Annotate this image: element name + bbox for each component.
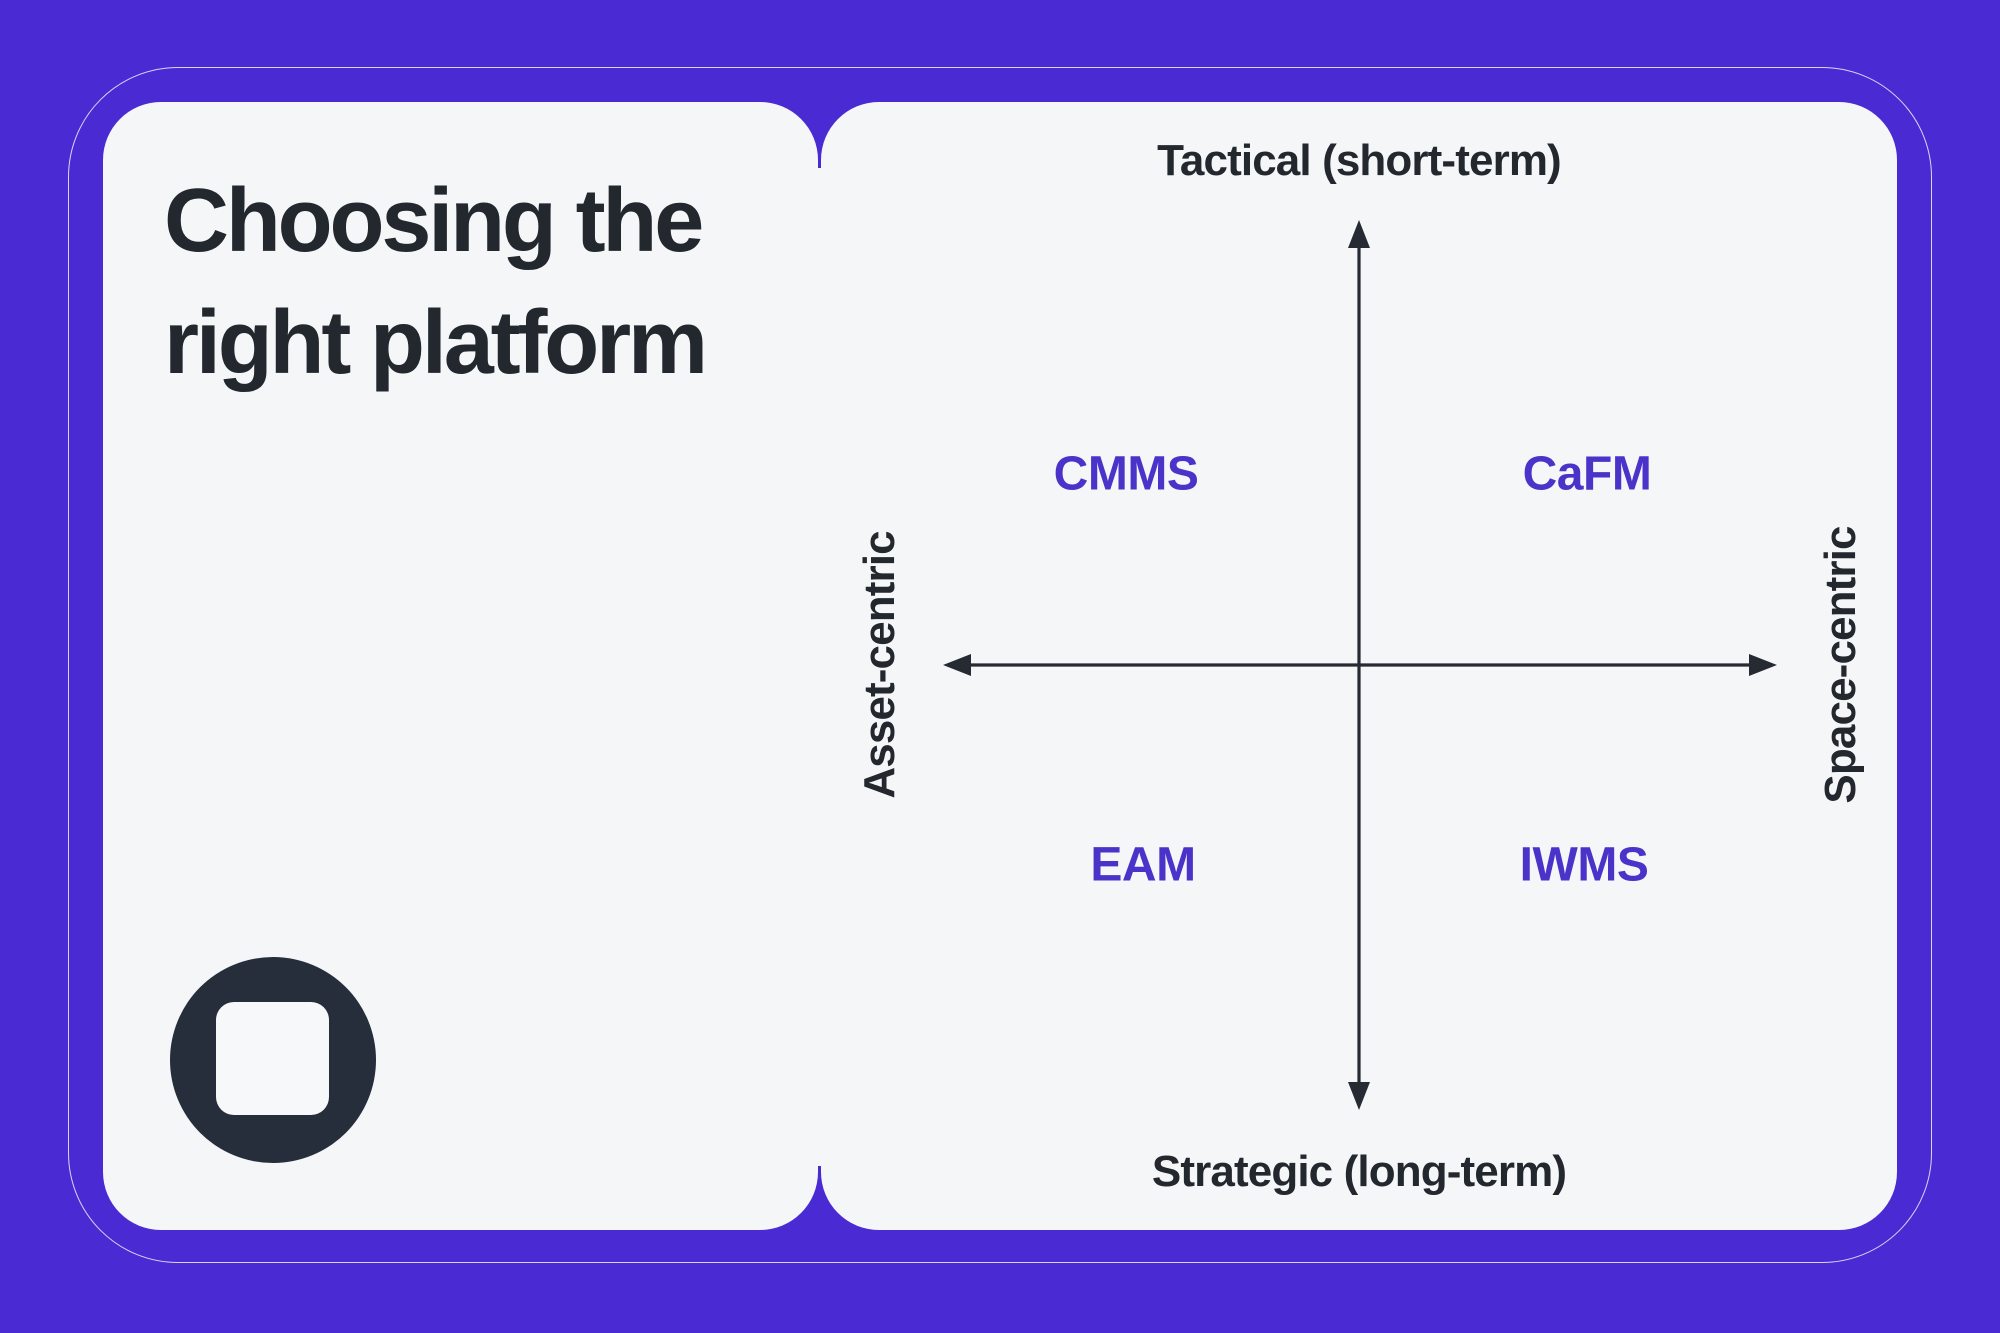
- logo: [170, 957, 376, 1163]
- quadrant-label-cmms: CMMS: [1053, 447, 1199, 501]
- page-title-line-2: right platform: [164, 293, 708, 394]
- quadrant-label-cafm: CaFM: [1522, 447, 1652, 501]
- arrowhead-right-icon: [1749, 654, 1777, 676]
- quadrant-axes: [943, 220, 1777, 1110]
- page-title-line-1: Choosing the: [164, 171, 704, 271]
- arrowhead-down-icon: [1348, 1082, 1370, 1110]
- arrowhead-left-icon: [943, 654, 971, 676]
- arrowhead-up-icon: [1348, 220, 1370, 248]
- axis-label-strategic: Strategic (long-term): [1151, 1147, 1567, 1196]
- quadrant-label-eam: EAM: [1090, 838, 1196, 892]
- quadrant-label-iwms: IWMS: [1519, 838, 1649, 892]
- horizontal-axis: [943, 654, 1777, 676]
- logo-square-icon: [216, 1002, 329, 1115]
- axis-label-space-centric: Space-centric: [1816, 526, 1865, 804]
- page-title: Choosing the right platform: [164, 160, 708, 405]
- matrix-card: Tactical (short-term) Strategic (long-te…: [821, 102, 1897, 1230]
- axis-label-tactical: Tactical (short-term): [1157, 136, 1562, 185]
- title-card: Choosing the right platform: [103, 102, 818, 1230]
- axis-label-asset-centric: Asset-centric: [855, 531, 904, 799]
